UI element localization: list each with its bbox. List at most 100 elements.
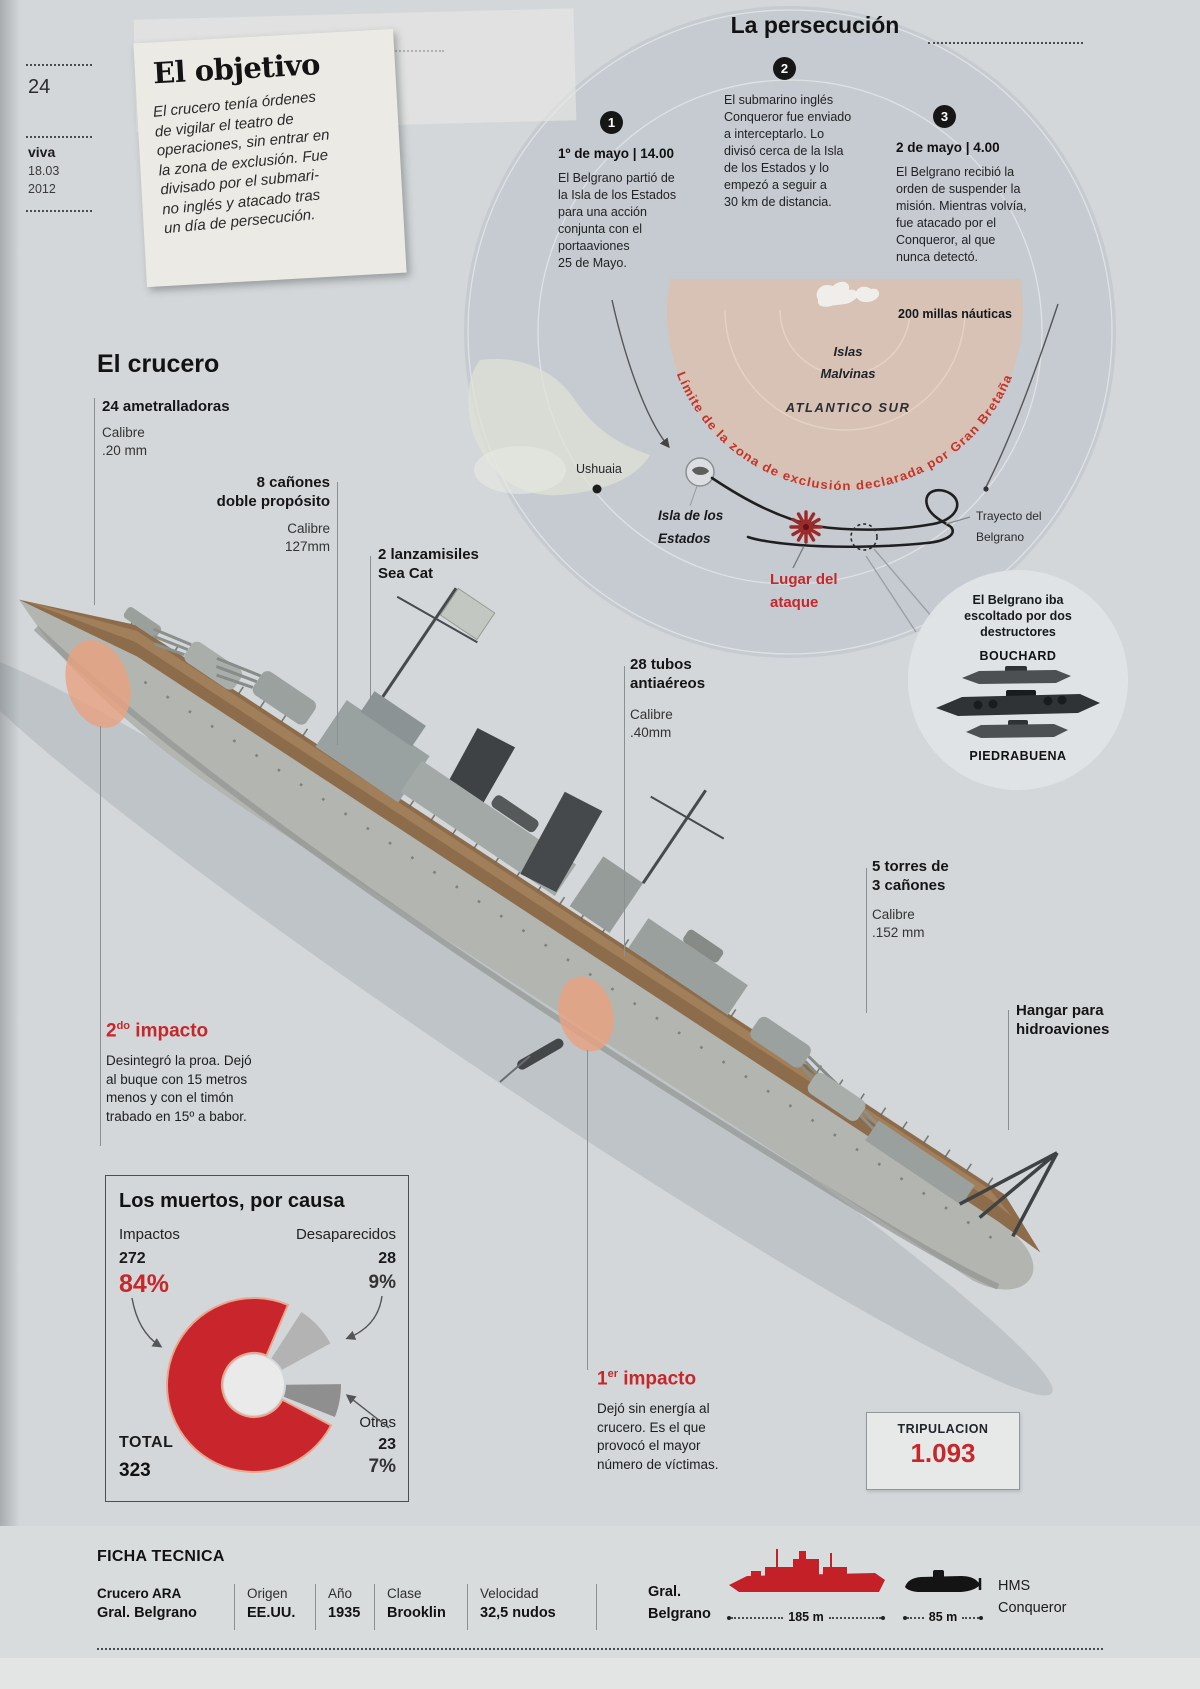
impactos-count: 272 [119,1250,146,1267]
ficha-divider-1 [234,1584,235,1630]
leader-second-impact [100,726,101,1146]
belgrano-topview-icon [936,690,1100,716]
ficha-divider-4 [467,1584,468,1630]
weapon-hangar: Hangar para hidroaviones [1016,1002,1110,1038]
radius-label: 200 millas náuticas [898,307,1012,321]
step3-badge: 3 [933,105,956,128]
ship-length-measure: 185 m [727,1610,886,1625]
ficha-ano-label: Año [328,1586,353,1601]
otras-count: 23 [378,1436,396,1453]
ficha-col-ano: Año 1935 [328,1586,360,1621]
belgrano-route [710,476,959,549]
second-impact-word: impacto [130,1020,209,1042]
weapon-torres-detail: Calibre .152 mm [872,907,925,940]
route-label-line1: Trayecto del [976,509,1042,523]
weapon-canones-detail: Calibre 127mm [284,521,330,554]
desaparecidos-pct: 9% [368,1272,396,1293]
donut-hole [224,1355,284,1415]
ficha-col-origen: Origen EE.UU. [247,1586,295,1621]
ficha-col-ship: Crucero ARA Gral. Belgrano [97,1586,197,1621]
exclusion-zone [667,279,1024,490]
ficha-clase-value: Brooklin [387,1605,446,1621]
step3-pointer-dot [983,486,989,492]
escort-connectors [865,548,933,633]
second-impact-sup: do [116,1020,131,1032]
step3-heading: 2 de mayo | 4.00 [896,140,1000,155]
ficha-divider-3 [374,1584,375,1630]
top-rule-right [928,42,1083,44]
otras-pct: 7% [368,1456,396,1477]
escort-intro-line1: El Belgrano iba [973,593,1065,607]
ficha-col-clase: Clase Brooklin [387,1586,446,1621]
leader-ametralladoras [94,398,95,605]
leader-first-impact [587,1050,588,1370]
desaparecidos-arrow [345,1295,383,1340]
otras-label: Otras [359,1414,396,1431]
sub-length-measure: 85 m [903,1610,983,1625]
objetivo-body: El crucero tenía órdenes de vigilar el t… [152,88,331,238]
margin-rule-bottom [26,210,92,212]
ficha-band [0,1526,1200,1658]
crucero-title: El crucero [97,350,220,378]
weapon-ametralladoras-detail: Calibre .20 mm [102,425,148,458]
comparison-ship-name: Gral. Belgrano [648,1584,711,1622]
torpedo-icon [517,1038,564,1070]
ocean-label: ATLANTICO SUR [785,400,911,415]
conqueror-silhouette-icon [905,1570,982,1592]
isla-estados-label-line2: Estados [658,531,711,546]
first-impact-sup: er [607,1368,618,1380]
route-label-leader [945,516,971,525]
measure-line [962,1617,979,1619]
ficha-title: FICHA TECNICA [97,1548,225,1565]
objetivo-title: El objetivo [152,47,321,91]
ficha-origen-label: Origen [247,1586,288,1601]
weapon-ametralladoras: 24 ametralladoras [102,398,230,415]
page-number: 24 [28,76,51,98]
belgrano-silhouette-icon [729,1549,885,1592]
step1-badge: 1 [600,111,623,134]
measure-line [828,1617,882,1619]
measure-dot [903,1616,907,1620]
first-impact-body: Dejó sin energía al crucero. Es el que p… [597,1401,719,1472]
ficha-divider-5 [596,1584,597,1630]
weapon-canones: 8 cañones doble propósito [216,474,330,510]
ushuaia-dot [592,484,602,494]
weapon-tubos: 28 tubos antiaéreos [630,656,706,692]
ficha-origen-value: EE.UU. [247,1605,296,1621]
ficha-clase-label: Clase [387,1586,422,1601]
step3-pointer [985,303,1059,488]
islands-label-line2: Malvinas [821,366,876,381]
ficha-ship-label: Crucero ARA [97,1586,182,1601]
measure-line [731,1617,784,1619]
ficha-velocidad-label: Velocidad [480,1586,539,1601]
step3-body: El Belgrano recibió la orden de suspende… [896,165,1027,264]
first-impact-num: 1 [597,1368,608,1390]
measure-dot [979,1616,983,1620]
desaparecidos-label: Desaparecidos [295,1226,396,1243]
escort-intro-line3: destructores [980,625,1056,639]
step1-pointer [611,299,670,449]
magazine-date1: 18.03 [28,164,60,178]
total-value: 323 [119,1460,151,1481]
escort-intro-line2: escoltado por dos [964,609,1072,623]
attack-label-leader [792,545,805,569]
bouchard-label: BOUCHARD [980,649,1057,663]
ficha-band-bottom [0,1658,1200,1689]
ficha-ship-value: Gral. Belgrano [97,1605,197,1621]
step2-badge: 2 [773,57,796,80]
isla-estados-marker [685,457,715,507]
islands-label-line1: Islas [834,344,863,359]
ship-length-label: 185 m [788,1610,824,1624]
magazine-name: viva [28,144,56,160]
deaths-chart-title: Los muertos, por causa [119,1190,345,1212]
measure-line [907,1617,924,1619]
magazine-date2: 2012 [28,182,56,196]
piedrabuena-label: PIEDRABUENA [969,749,1066,763]
escort-bubble: El Belgrano iba escoltado por dos destru… [908,570,1128,790]
deaths-donut-chart [131,1295,390,1473]
step2-body: El submarino inglés Conqueror fue enviad… [724,93,852,209]
leader-lanzamisiles [370,556,371,700]
donut-slice-otras [283,1384,342,1417]
torpedo-wake [499,1055,531,1083]
